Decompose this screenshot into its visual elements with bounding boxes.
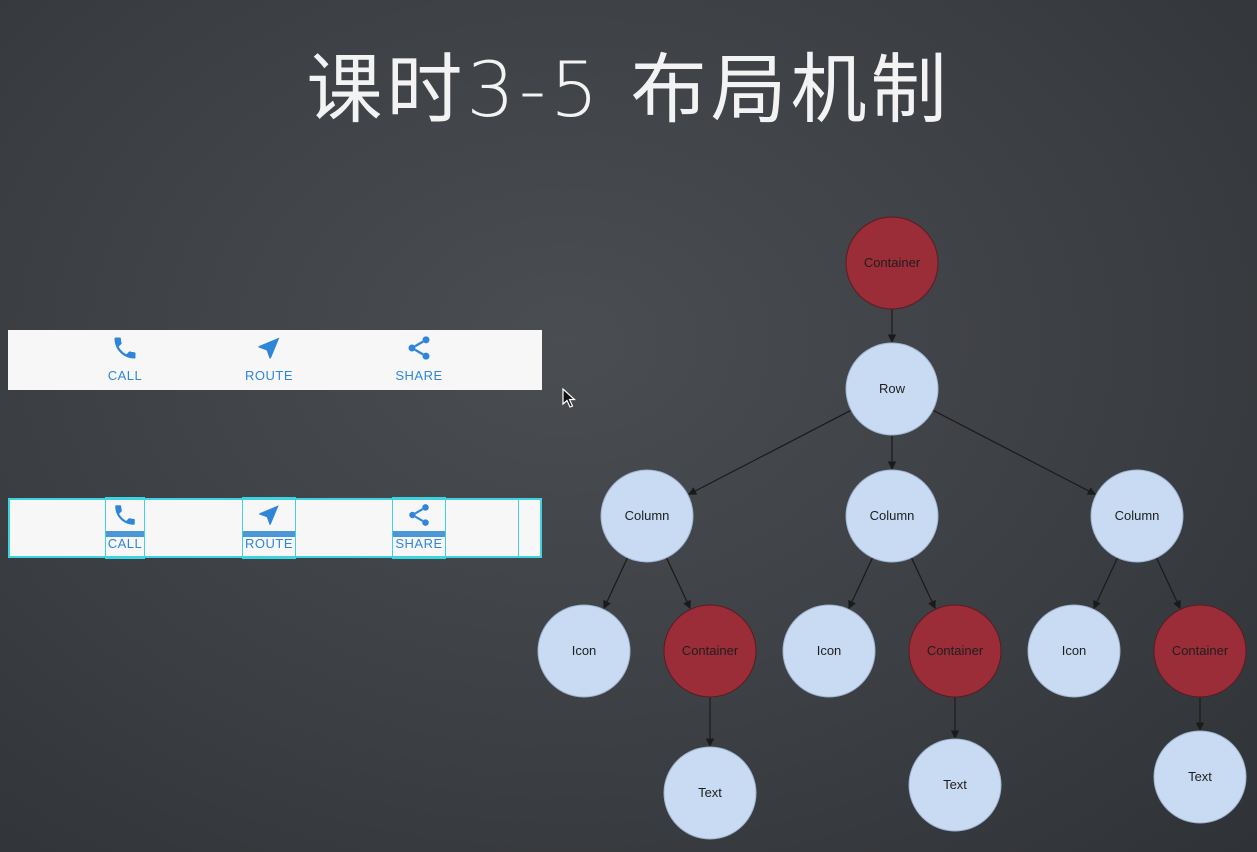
- phone-icon: [115, 505, 135, 525]
- call-label: CALL: [106, 531, 144, 551]
- tree-node-circle: [845, 342, 939, 436]
- layout-guide-line: [518, 498, 519, 558]
- navigation-arrow-icon: [258, 337, 280, 359]
- tree-node-label: Container: [864, 255, 921, 270]
- tree-node-circle: [908, 738, 1002, 832]
- tree-node-circle: [845, 216, 939, 310]
- tree-node-label: Text: [698, 785, 722, 800]
- share-button-debug[interactable]: SHARE: [392, 497, 446, 559]
- tree-node-label: Container: [682, 643, 739, 658]
- tree-node-circle: [537, 604, 631, 698]
- tree-node-cont3: Container: [1153, 604, 1247, 698]
- share-icon: [408, 336, 430, 360]
- tree-node-circle: [1153, 730, 1247, 824]
- tree-node-label: Icon: [1062, 643, 1087, 658]
- tree-node-icon2: Icon: [782, 604, 876, 698]
- tree-node-label: Container: [1172, 643, 1229, 658]
- tree-node-label: Text: [1188, 769, 1212, 784]
- tree-node-label: Column: [1115, 508, 1160, 523]
- tree-node-circle: [908, 604, 1002, 698]
- tree-edge-col2-cont2: [910, 557, 936, 610]
- call-button-debug[interactable]: CALL: [105, 497, 145, 559]
- navigation-arrow-icon: [259, 505, 279, 525]
- mouse-cursor-icon: [562, 388, 577, 408]
- tree-node-circle: [845, 469, 939, 563]
- tree-edge-row-col1: [687, 409, 852, 495]
- phone-icon: [114, 337, 136, 359]
- tree-node-label: Icon: [817, 643, 842, 658]
- tree-edge-col3-cont3: [1155, 557, 1181, 610]
- tree-edge-col2-icon2: [848, 557, 874, 610]
- tree-node-circle: [1153, 604, 1247, 698]
- tree-node-circle: [782, 604, 876, 698]
- tree-node-row: Row: [845, 342, 939, 436]
- tree-node-label: Icon: [572, 643, 597, 658]
- tree-edge-row-col3: [932, 409, 1097, 495]
- tree-node-cont2: Container: [908, 604, 1002, 698]
- route-button[interactable]: ROUTE: [242, 330, 296, 390]
- route-label: ROUTE: [245, 368, 293, 383]
- tree-node-text3: Text: [1153, 730, 1247, 824]
- share-button[interactable]: SHARE: [392, 330, 446, 390]
- tree-node-circle: [663, 746, 757, 840]
- tree-node-text2: Text: [908, 738, 1002, 832]
- tree-edge-col1-cont1: [665, 557, 691, 610]
- route-button-debug[interactable]: ROUTE: [242, 497, 296, 559]
- tree-node-label: Text: [943, 777, 967, 792]
- tree-node-circle: [663, 604, 757, 698]
- tree-node-col3: Column: [1090, 469, 1184, 563]
- tree-node-label: Row: [879, 381, 906, 396]
- button-bar-preview: CALL ROUTE SHARE: [8, 330, 542, 390]
- tree-node-col2: Column: [845, 469, 939, 563]
- tree-edge-col1-icon1: [603, 557, 629, 610]
- tree-node-label: Column: [870, 508, 915, 523]
- route-label: ROUTE: [243, 531, 295, 551]
- call-label: CALL: [107, 368, 143, 383]
- tree-node-circle: [1027, 604, 1121, 698]
- tree-node-label: Container: [927, 643, 984, 658]
- tree-node-icon3: Icon: [1027, 604, 1121, 698]
- tree-node-cont1: Container: [663, 604, 757, 698]
- tree-edge-col3-icon3: [1093, 557, 1119, 610]
- tree-node-circle: [600, 469, 694, 563]
- tree-node-icon1: Icon: [537, 604, 631, 698]
- tree-node-col1: Column: [600, 469, 694, 563]
- button-bar-debug: CALL ROUTE SHARE: [8, 497, 542, 559]
- share-label: SHARE: [395, 368, 443, 383]
- tree-node-label: Column: [625, 508, 670, 523]
- share-icon: [409, 504, 429, 526]
- tree-node-circle: [1090, 469, 1184, 563]
- slide-title: 课时3-5 布局机制: [306, 45, 951, 134]
- tree-node-text1: Text: [663, 746, 757, 840]
- tree-node-root: Container: [845, 216, 939, 310]
- share-label: SHARE: [393, 531, 445, 551]
- call-button[interactable]: CALL: [104, 330, 146, 390]
